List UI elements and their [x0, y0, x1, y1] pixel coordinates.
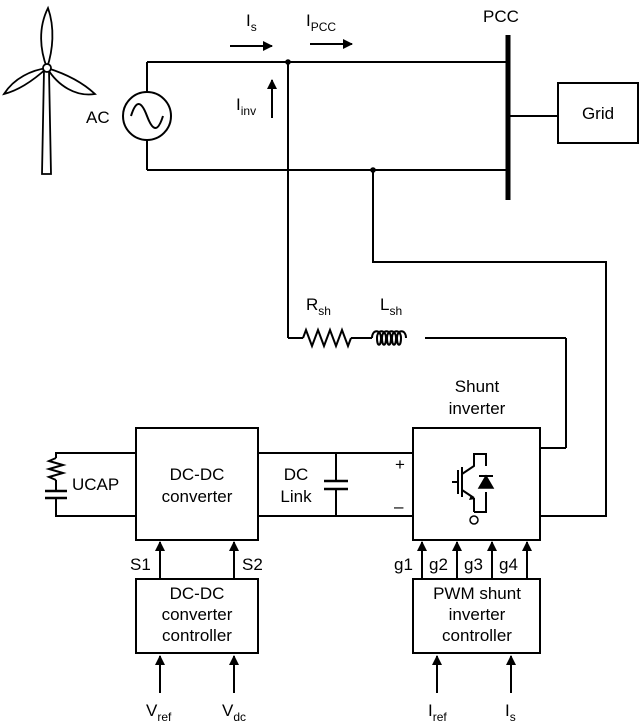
g3-label: g3 [464, 555, 483, 574]
pwm-controller-label: controller [442, 626, 512, 645]
ucap-label: UCAP [72, 475, 119, 494]
plus-sign: + [395, 455, 405, 474]
dcdc-controller-label: controller [162, 626, 232, 645]
sine-wave-icon [130, 103, 164, 129]
minus-sign: – [394, 497, 404, 516]
pcc-feedback-wire [372, 170, 607, 517]
pwm-controller-label: inverter [449, 605, 506, 624]
dcdc-converter-label: DC-DC [170, 465, 225, 484]
ac-label: AC [86, 108, 110, 127]
g4-label: g4 [499, 555, 518, 574]
dcdc-converter-label: converter [162, 487, 233, 506]
vdc-label: Vdc [222, 701, 246, 724]
resistor-rsh-icon [302, 327, 352, 349]
s1-label: S1 [130, 555, 151, 574]
pwm-controller-box [412, 578, 541, 654]
igbt-diode-icon [452, 453, 495, 525]
ac-source [122, 62, 172, 170]
s2-label: S2 [242, 555, 263, 574]
iref-label: Iref [428, 701, 447, 724]
grid-label: Grid [582, 104, 614, 123]
vref-label: Vref [146, 701, 172, 724]
dcdc-converter-box [135, 427, 259, 541]
is-label: Is [246, 11, 257, 34]
g1-label: g1 [394, 555, 413, 574]
dc-link-label: Link [280, 487, 312, 506]
iinv-label: Iinv [236, 95, 256, 118]
shunt-inverter-label: Shunt [455, 377, 500, 396]
grid-box [557, 82, 639, 144]
pcc-label: PCC [483, 7, 519, 26]
g2-label: g2 [429, 555, 448, 574]
pwm-controller-label: PWM shunt [433, 584, 521, 603]
wind-turbine-icon [2, 5, 97, 175]
is-input-label: Is [505, 701, 516, 724]
dcdc-controller-label: converter [162, 605, 233, 624]
rsh-label: Rsh [306, 295, 331, 318]
inductor-lsh-icon [371, 330, 407, 346]
dcdc-controller-label: DC-DC [170, 584, 225, 603]
ucap-resistor-icon [45, 457, 67, 481]
dcdc-controller-box [135, 578, 259, 654]
dc-link-label: DC [284, 465, 309, 484]
ipcc-label: IPCC [306, 11, 336, 34]
lsh-label: Lsh [380, 295, 402, 318]
shunt-inverter-label: inverter [449, 399, 506, 418]
